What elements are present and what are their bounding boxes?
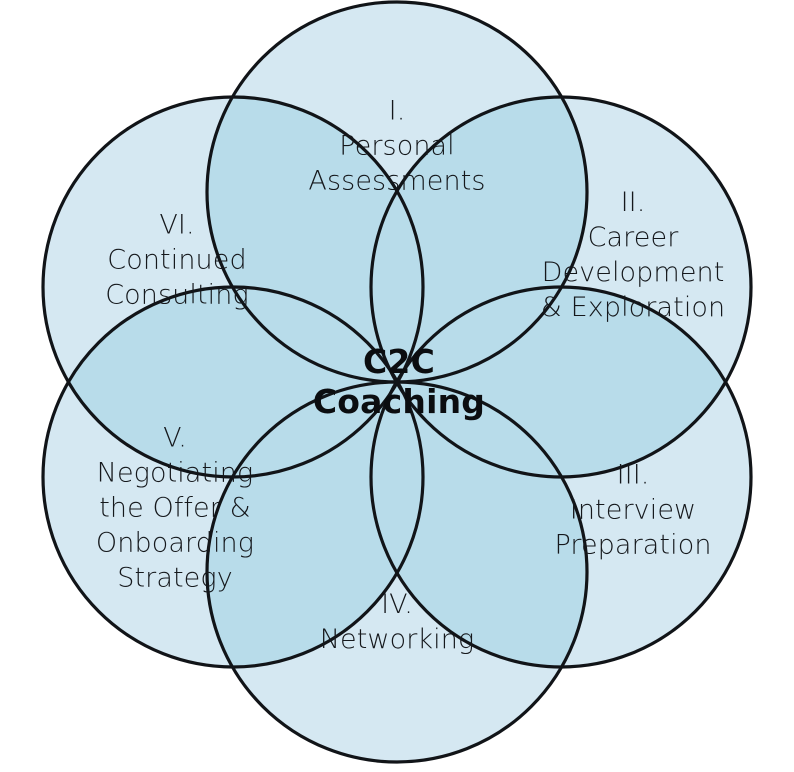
circle-outline-5[interactable]	[41, 285, 425, 669]
petal-label-iv[interactable]: IV. Networking	[319, 588, 475, 655]
petal-label-iii[interactable]: III. Interview Preparation	[554, 459, 712, 561]
center-title[interactable]: C2C Coaching	[312, 341, 486, 421]
petal-label-ii[interactable]: II. Career Development & Exploration	[540, 186, 726, 324]
petal-label-i[interactable]: I. Personal Assessments	[308, 95, 486, 197]
petal-label-vi[interactable]: VI. Continued Consulting	[105, 209, 249, 311]
circle-outline-6[interactable]	[41, 95, 425, 479]
petal-label-v[interactable]: V. Negotiating the Offer & Onboarding St…	[95, 422, 255, 594]
circle-outline-layer	[41, 0, 753, 764]
overlap-5-6	[43, 287, 423, 477]
overlap-2-3	[371, 287, 751, 477]
